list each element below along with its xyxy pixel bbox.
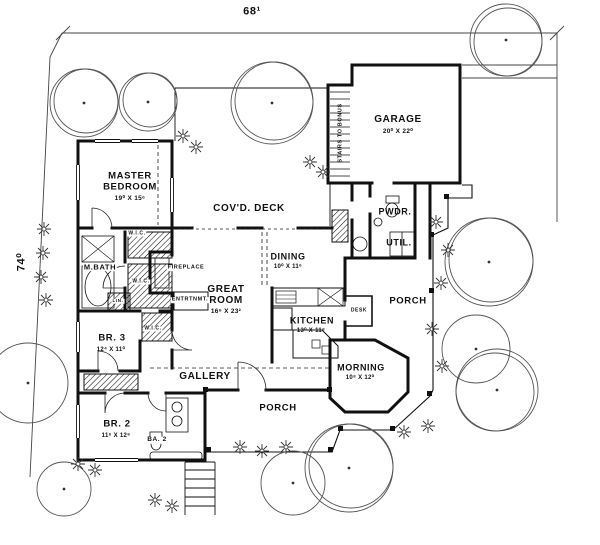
- room-label-great-line1: GREAT: [207, 284, 245, 295]
- stairs-label: STAIRS TO BONUS: [337, 103, 344, 163]
- closet-label-linen: LIN.: [111, 297, 125, 304]
- room-dims-master: 19⁰ X 15⁶: [114, 194, 146, 202]
- room-label-master-line1: MASTER: [108, 170, 152, 182]
- door-swings: [91, 207, 267, 414]
- room-label-porch-side: PORCH: [389, 295, 427, 307]
- room-label-pwdr: PWDR.: [378, 206, 412, 217]
- room-dims-morning: 10⁸ X 12⁰: [345, 375, 375, 381]
- room-label-kitchen: KITCHEN: [289, 315, 335, 326]
- room-dims-great: 16⁶ X 23²: [210, 307, 242, 315]
- closet-label-wic-2: W.I.C.: [131, 278, 151, 285]
- desk-label: DESK: [349, 307, 369, 314]
- site-boundary: [29, 25, 565, 478]
- room-dims-garage: 20⁰ X 22⁰: [382, 127, 414, 135]
- room-label-porch-front: PORCH: [259, 402, 297, 414]
- room-label-garage: GARAGE: [374, 114, 422, 125]
- room-label-br3: BR. 3: [98, 332, 126, 344]
- closet-label-wic-1: W.I.C.: [127, 230, 147, 237]
- room-label-master-line2: BEDROOM: [103, 181, 157, 193]
- room-dims-br2: 11⁶ X 12⁸: [101, 433, 131, 439]
- site-depth-dimension: 74⁰: [15, 252, 28, 272]
- room-label-gallery: GALLERY: [179, 371, 231, 382]
- room-label-util: UTIL.: [386, 237, 412, 248]
- fixtures-and-details: [81, 87, 473, 515]
- room-label-ba2: BA. 2: [146, 435, 168, 444]
- dashed-lines: [150, 145, 332, 369]
- site-width-dimension: 68¹: [243, 5, 261, 18]
- tree-canopies: [0, 3, 543, 517]
- room-label-br2: BR. 2: [103, 418, 131, 430]
- closet-label-wic-3: W.I.C.: [143, 325, 163, 332]
- porch-posts: [203, 194, 449, 452]
- entertainment-label: ENTRTNMT.: [170, 296, 210, 303]
- room-label-mbath: M.BATH: [82, 262, 118, 272]
- room-dims-dining: 10⁰ X 11⁶: [273, 264, 303, 270]
- room-dims-br3: 12⁴ X 11⁰: [96, 347, 126, 353]
- room-label-dining: DINING: [270, 251, 306, 262]
- room-label-morning: MORNING: [337, 362, 385, 373]
- room-label-covd-deck: COV'D. DECK: [213, 203, 285, 214]
- fireplace-label: FIREPLACE: [166, 264, 206, 271]
- exterior-interior-walls: [76, 63, 462, 462]
- room-label-great-line2: ROOM: [209, 295, 243, 306]
- windows: [75, 138, 175, 463]
- room-dims-kitchen: 13⁰ X 11⁸: [296, 328, 326, 334]
